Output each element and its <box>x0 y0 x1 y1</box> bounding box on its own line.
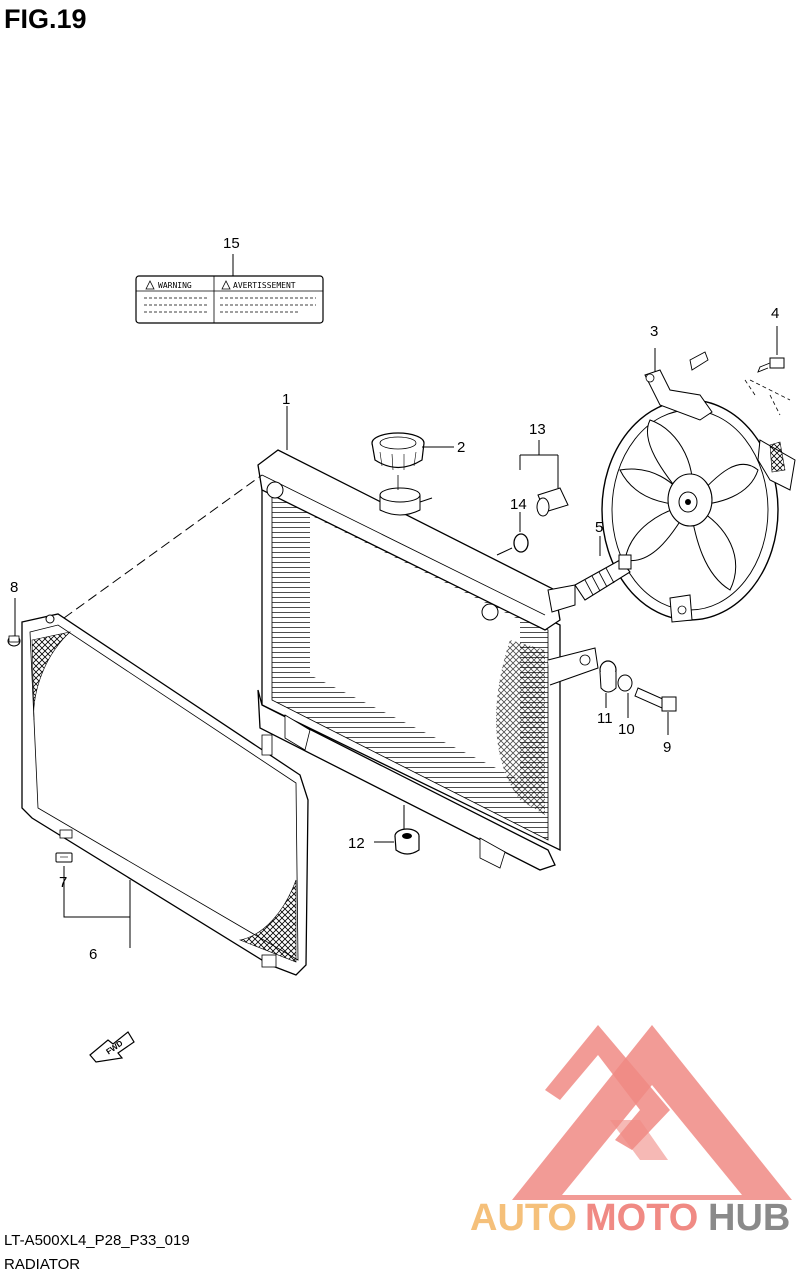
callout-5: 5 <box>595 519 603 536</box>
figure-title: FIG.19 <box>4 4 87 34</box>
watermark-moto: MOTO <box>585 1197 698 1239</box>
part-13-drain-bolt <box>519 440 569 517</box>
watermark-wordmark: AUTO MOTO HUB <box>470 1197 790 1239</box>
callout-1: 1 <box>282 391 290 408</box>
callout-15: 15 <box>223 235 240 252</box>
watermark-hub: HUB <box>708 1197 790 1239</box>
figure-name: RADIATOR <box>4 1256 81 1273</box>
part-9-bolt <box>634 687 677 735</box>
label-avertissement-text: AVERTISSEMENT <box>233 281 296 290</box>
part-3-cooling-fan <box>601 348 796 623</box>
part-14-o-ring <box>496 512 529 556</box>
part-4-bolt <box>744 326 791 416</box>
part-2-radiator-cap <box>371 432 425 490</box>
leader-lines <box>14 406 454 948</box>
callouts: 1 2 3 4 5 6 7 8 9 10 11 12 13 14 15 <box>10 235 779 963</box>
part-15-warning-label: WARNING AVERTISSEMENT <box>135 254 324 324</box>
part-7-clip <box>55 852 73 863</box>
callout-9: 9 <box>663 739 671 756</box>
callout-8: 8 <box>10 579 18 596</box>
part-10-collar <box>617 674 633 718</box>
watermark-auto: AUTO <box>470 1197 577 1239</box>
callout-2: 2 <box>457 439 465 456</box>
watermark-logo <box>512 1025 792 1200</box>
part-12-grommet <box>374 828 420 855</box>
part-8-bolt <box>7 635 21 647</box>
callout-12: 12 <box>348 835 365 852</box>
part-5-thermo-switch <box>574 536 632 601</box>
part-11-cushion <box>599 660 617 708</box>
callout-3: 3 <box>650 323 658 340</box>
callout-11: 11 <box>597 710 613 727</box>
part-1-radiator <box>257 449 599 871</box>
callout-10: 10 <box>618 721 635 738</box>
callout-6: 6 <box>89 946 97 963</box>
part-6-fan-shroud <box>21 613 309 976</box>
callout-13: 13 <box>529 421 546 438</box>
figure-code: LT-A500XL4_P28_P33_019 <box>4 1232 190 1249</box>
callout-7: 7 <box>59 874 67 891</box>
callout-4: 4 <box>771 305 779 322</box>
callout-14: 14 <box>510 496 527 513</box>
label-warning-text: WARNING <box>158 281 192 290</box>
fwd-arrow: FWD <box>89 1031 135 1063</box>
